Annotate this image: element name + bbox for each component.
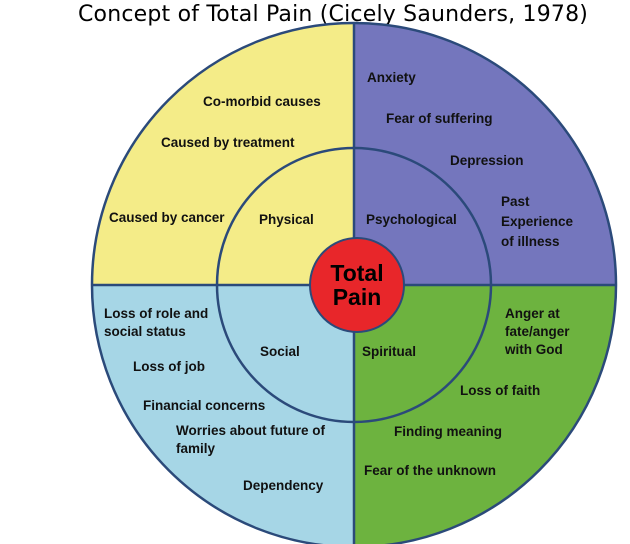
spiritual-quadrant [354,285,616,544]
physical-label: Physical [259,212,314,227]
psychological-item: Depression [450,153,524,168]
social-item: social status [104,324,186,339]
center-label-line2: Pain [333,284,382,310]
spiritual-item: with God [504,342,563,357]
social-item: Worries about future of [176,423,326,438]
inner-ring [215,146,493,424]
psychological-item: Fear of suffering [386,111,493,126]
spiritual-item: Finding meaning [394,424,502,439]
spiritual-item: fate/anger [505,324,570,339]
psychological-quadrant [354,23,616,285]
physical-item: Caused by cancer [109,210,225,225]
psychological-item: Past [501,194,530,209]
social-item: Dependency [243,478,324,493]
psychological-item: Experience [501,214,574,229]
physical-item: Co-morbid causes [203,94,321,109]
spiritual-item: Loss of faith [460,383,540,398]
social-item: family [176,441,216,456]
social-item: Financial concerns [143,398,265,413]
social-label: Social [260,344,300,359]
social-item: Loss of role and [104,306,208,321]
physical-item: Caused by treatment [161,135,295,150]
physical-quadrant [92,23,354,285]
psychological-item: of illness [501,234,560,249]
spiritual-item: Fear of the unknown [364,463,496,478]
spiritual-item: Anger at [505,306,560,321]
spiritual-label: Spiritual [362,344,416,359]
center-label-line1: Total [330,260,383,286]
psychological-item: Anxiety [367,70,416,85]
social-item: Loss of job [133,359,205,374]
psychological-label: Psychological [366,212,457,227]
social-quadrant [92,285,354,544]
center-circle [309,237,405,333]
